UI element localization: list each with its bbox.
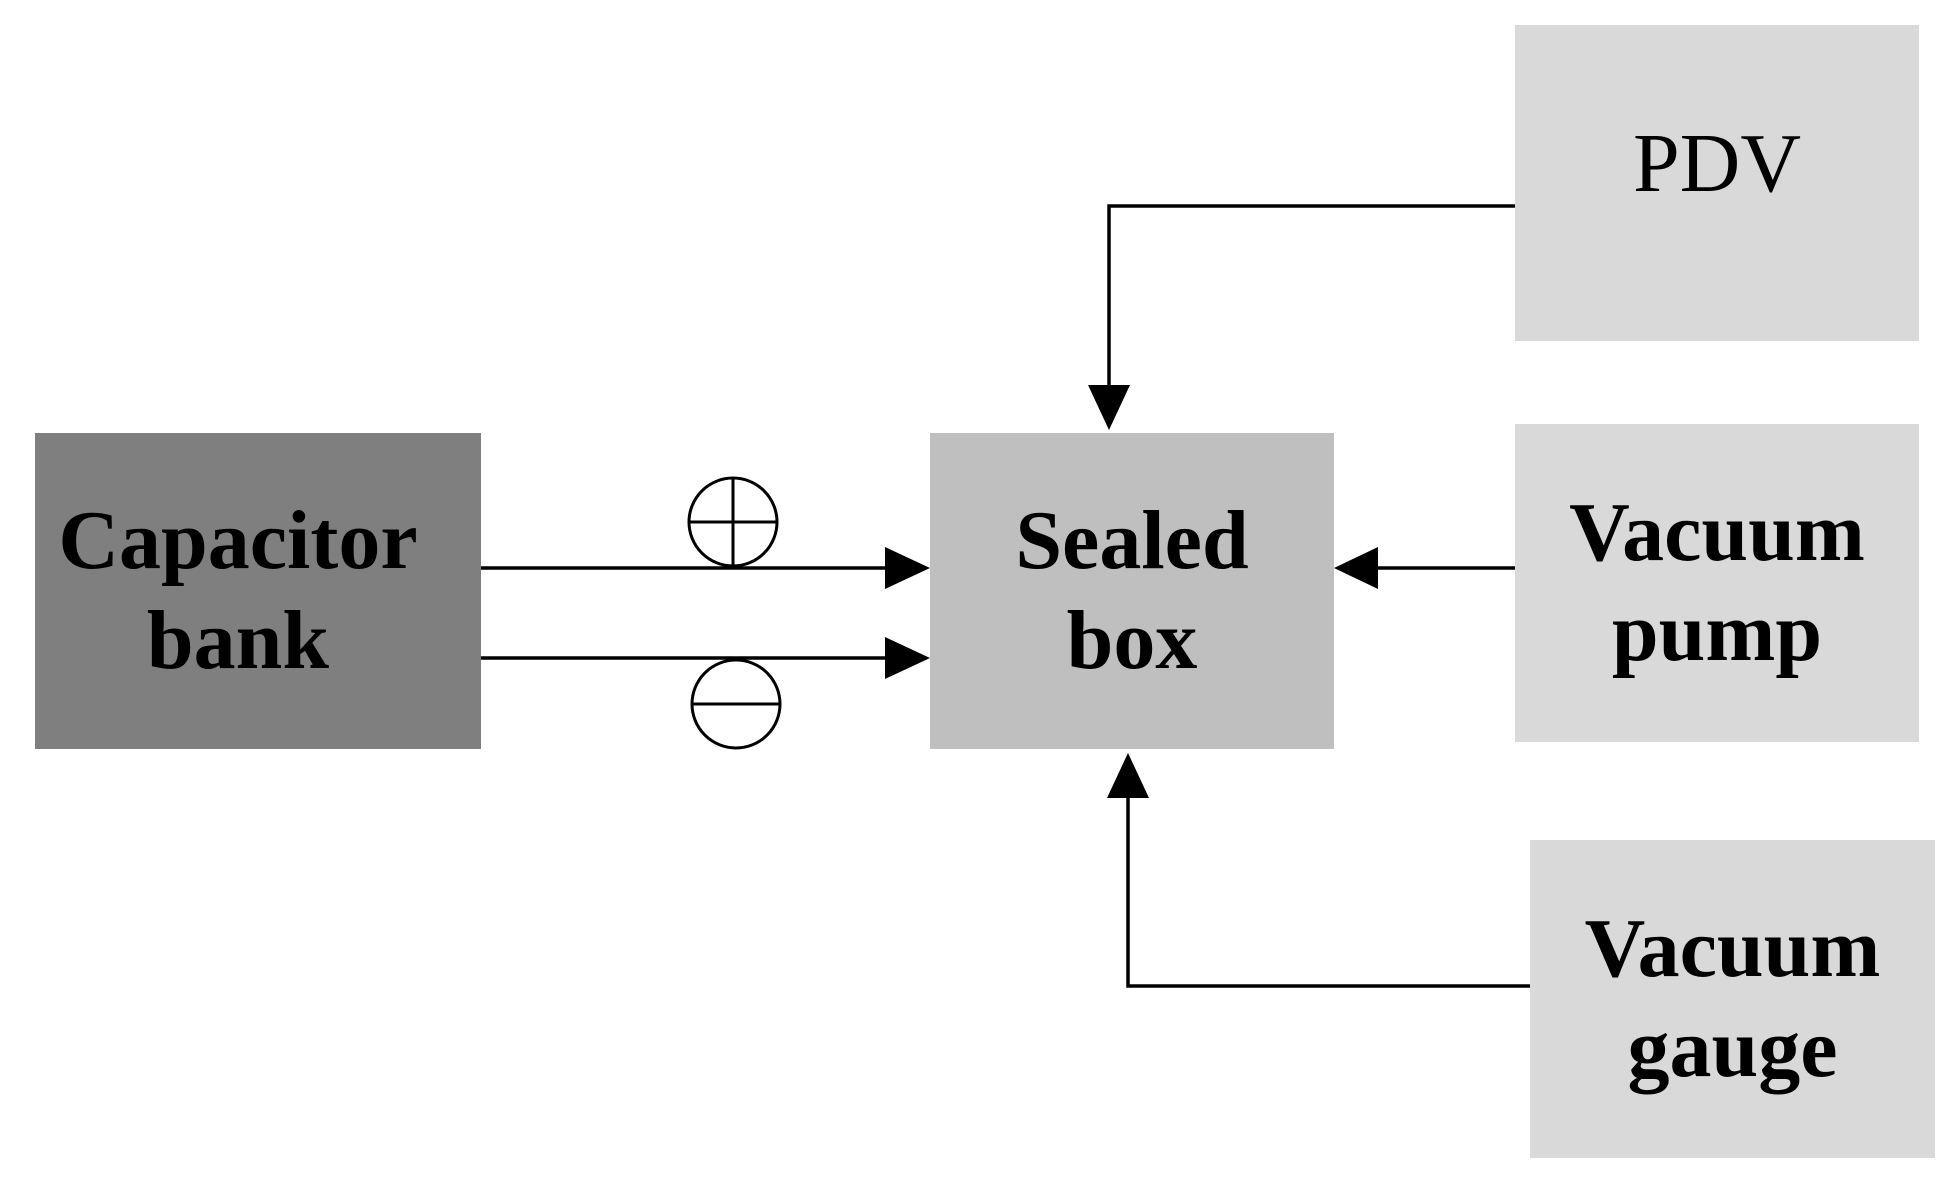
circled-plus-icon bbox=[687, 476, 779, 568]
vacuum-pump-label: Vacuum pump bbox=[1569, 486, 1865, 679]
sealed-box-node: Sealed box bbox=[930, 433, 1334, 749]
circled-minus-icon bbox=[690, 658, 782, 750]
sealed-box-label: Sealed box bbox=[1015, 494, 1249, 687]
capacitor-bank-label: Capacitor bank bbox=[58, 494, 418, 687]
pdv-node: PDV bbox=[1515, 25, 1919, 341]
vacuum-pump-node: Vacuum pump bbox=[1515, 424, 1919, 742]
vacuum-gauge-node: Vacuum gauge bbox=[1530, 840, 1935, 1158]
vacuum-gauge-connector bbox=[1107, 753, 1530, 988]
pdv-label: PDV bbox=[1632, 117, 1802, 210]
negative-connector bbox=[481, 637, 930, 679]
pdv-connector bbox=[1088, 204, 1515, 430]
capacitor-bank-node: Capacitor bank bbox=[35, 433, 481, 749]
vacuum-pump-connector bbox=[1334, 547, 1515, 589]
vacuum-gauge-label: Vacuum gauge bbox=[1584, 902, 1881, 1095]
positive-connector bbox=[481, 547, 930, 589]
